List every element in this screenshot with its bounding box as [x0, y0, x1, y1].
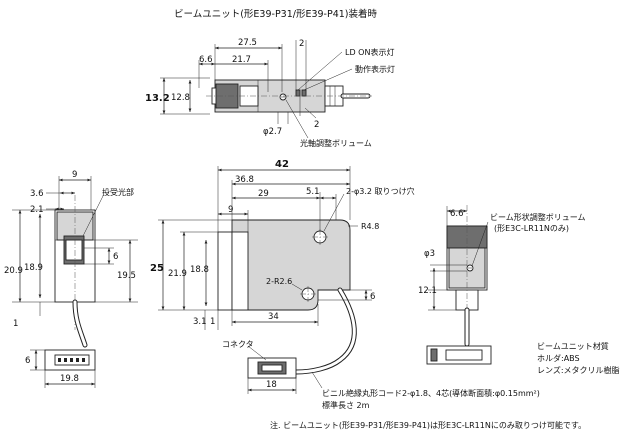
- left-dim-6: 6: [113, 252, 118, 262]
- top-view: 27.5 6.6 21.7 2 2 13.2 12.8 φ2.7 LD ON表示…: [145, 38, 395, 148]
- r2-6-label: 2-R2.6: [266, 277, 292, 286]
- front-dim-29: 29: [258, 189, 269, 199]
- materials-heading: ビームユニット材質: [537, 341, 609, 351]
- left-view: 9 3.6 2.1 6 19.5 20.9 18.9 1 6: [4, 170, 138, 388]
- right-dim-phi-3: φ3: [424, 249, 435, 259]
- front-dim-25: 25: [150, 263, 164, 274]
- materials-lens: レンズ:メタクリル樹脂: [537, 365, 620, 375]
- ld-on-indicator-icon: [295, 89, 301, 97]
- dim-2b: 2: [314, 120, 319, 130]
- front-dim-36-8: 36.8: [235, 175, 254, 185]
- dim-12-8: 12.8: [171, 93, 190, 103]
- front-dim-21-9: 21.9: [168, 269, 187, 279]
- left-dim-9: 9: [72, 170, 77, 180]
- beam-adjust-label-1: ビーム形状調整ボリューム: [490, 212, 586, 222]
- front-dim-9: 9: [228, 205, 233, 215]
- operation-indicator-icon: [301, 89, 307, 97]
- front-dim-3-1: 3.1: [193, 317, 207, 327]
- dim-2a: 2: [299, 39, 304, 49]
- left-dim-20-9: 20.9: [4, 266, 23, 276]
- front-dim-6: 6: [370, 292, 375, 302]
- front-dim-1: 1: [210, 317, 215, 327]
- right-view: 6.6 φ3 12.1 ビーム形状調整ボリューム (形E3C-LR11Nのみ): [418, 205, 586, 365]
- r4-8-label: R4.8: [361, 222, 379, 231]
- left-dim-19-8: 19.8: [60, 374, 79, 384]
- left-dim-19-5: 19.5: [117, 271, 136, 281]
- front-view: 42 36.8 29 5.1 9 25 21.9 18.8 3.1 1: [150, 159, 415, 394]
- front-dim-5-1: 5.1: [306, 187, 320, 197]
- right-dim-6-6: 6.6: [450, 209, 464, 219]
- connector-label: コネクタ: [222, 340, 254, 349]
- front-dim-34: 34: [268, 312, 279, 322]
- left-dim-18-9: 18.9: [24, 263, 43, 273]
- front-dim-42: 42: [275, 159, 289, 170]
- front-view-beam-unit: [217, 231, 233, 311]
- footnote: 注. ビームユニット(形E39-P31/形E39-P41)は形E3C-LR11N…: [270, 420, 586, 430]
- front-dim-18: 18: [266, 380, 277, 390]
- materials-block: ビームユニット材質 ホルダ:ABS レンズ:メタクリル樹脂: [537, 341, 620, 375]
- operation-indicator-label: 動作表示灯: [355, 64, 395, 74]
- beam-adjust-label-2: (形E3C-LR11Nのみ): [494, 224, 569, 233]
- left-dim-1: 1: [13, 319, 18, 329]
- left-dim-6b: 6: [25, 356, 30, 366]
- dim-21-7: 21.7: [232, 55, 251, 65]
- materials-holder: ホルダ:ABS: [537, 353, 580, 363]
- mounting-holes-label: 2-φ3.2 取りつけ穴: [346, 186, 415, 196]
- right-dim-12-1: 12.1: [418, 286, 437, 296]
- front-dim-18-8: 18.8: [190, 265, 209, 275]
- cable-note-line2: 標準長さ 2m: [322, 400, 370, 410]
- dim-6-6: 6.6: [199, 55, 213, 65]
- emitter-receiver-label: 投受光部: [102, 187, 134, 197]
- front-view-body: [231, 219, 351, 311]
- ld-on-label: LD ON表示灯: [345, 47, 394, 57]
- dim-phi-2-7: φ2.7: [263, 127, 282, 137]
- dim-13-2: 13.2: [145, 93, 170, 104]
- left-dim-3-6: 3.6: [30, 189, 44, 199]
- dim-27-5: 27.5: [238, 38, 257, 48]
- top-view-lens-block: [215, 83, 239, 109]
- cable-note-line1: ビニル絶縁丸形コード2-φ1.8、4芯(導体断面積:φ0.15mm²): [322, 388, 540, 398]
- drawing-title: ビームユニット(形E39-P31/形E39-P41)装着時: [174, 8, 378, 20]
- axis-adjust-label: 光軸調整ボリューム: [300, 138, 372, 148]
